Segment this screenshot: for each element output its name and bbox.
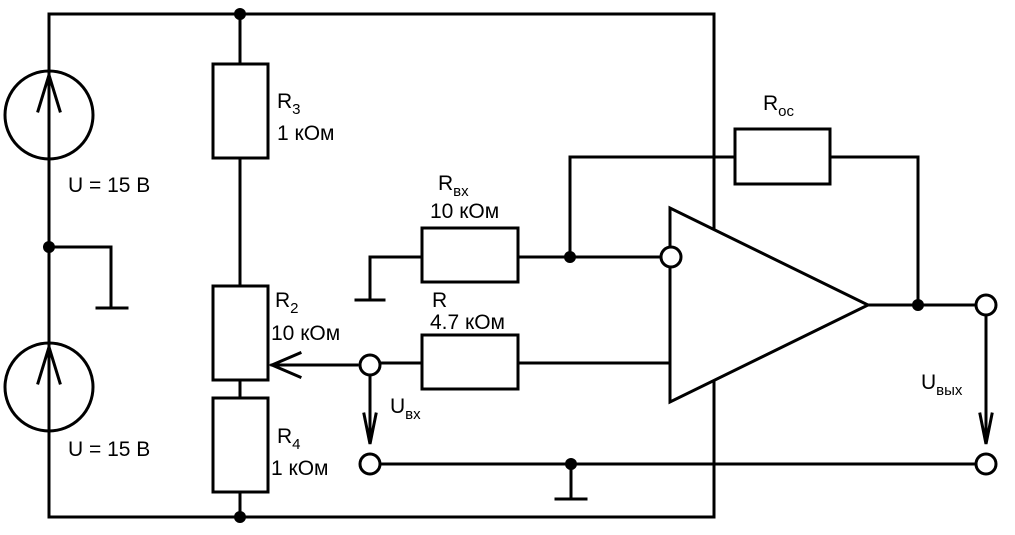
r3-value: 1 кОм xyxy=(277,122,334,145)
u-in-arrow xyxy=(362,374,378,445)
voltage-source-top xyxy=(3,69,95,161)
source-bottom-label: U = 15 В xyxy=(68,438,150,461)
source-top-label: U = 15 В xyxy=(68,174,150,197)
resistor-r2 xyxy=(211,284,270,382)
output-common-terminal xyxy=(974,452,998,476)
u-in-label: Uвх xyxy=(390,395,421,423)
feedback-wires xyxy=(568,155,920,307)
resistor-r xyxy=(420,333,520,391)
ground-symbol-rvx xyxy=(354,255,424,302)
junction-dot xyxy=(43,241,55,253)
op-amp-triangle xyxy=(668,205,872,405)
resistor-roc xyxy=(733,127,832,186)
roc-label: Rос xyxy=(763,92,795,120)
u-out-arrow xyxy=(978,314,994,445)
inverting-input-bubble xyxy=(659,245,683,269)
rvx-label: Rвх xyxy=(438,172,469,200)
input-terminal xyxy=(358,353,382,377)
output-terminal xyxy=(974,293,998,317)
resistor-rvx xyxy=(420,226,520,284)
r3-label: R3 xyxy=(277,90,301,118)
voltage-source-bottom xyxy=(3,341,95,433)
r-label: R xyxy=(432,289,447,312)
common-terminal xyxy=(358,452,382,476)
resistor-r4 xyxy=(211,396,270,494)
junction-dot xyxy=(565,458,577,470)
potentiometer-wiper-arrow xyxy=(268,351,359,379)
r4-value: 1 кОм xyxy=(271,457,328,480)
r4-label: R4 xyxy=(277,425,301,453)
r2-value: 10 кОм xyxy=(271,322,340,345)
r2-label: R2 xyxy=(275,289,299,317)
resistor-r3 xyxy=(211,62,270,160)
junction-dot xyxy=(234,511,246,523)
ground-symbol-left xyxy=(47,245,129,310)
rvx-value: 10 кОм xyxy=(430,200,499,223)
r-value: 4.7 кОм xyxy=(430,311,505,334)
junction-dot xyxy=(912,299,924,311)
junction-dot xyxy=(234,8,246,20)
u-out-label: Uвых xyxy=(921,371,963,399)
